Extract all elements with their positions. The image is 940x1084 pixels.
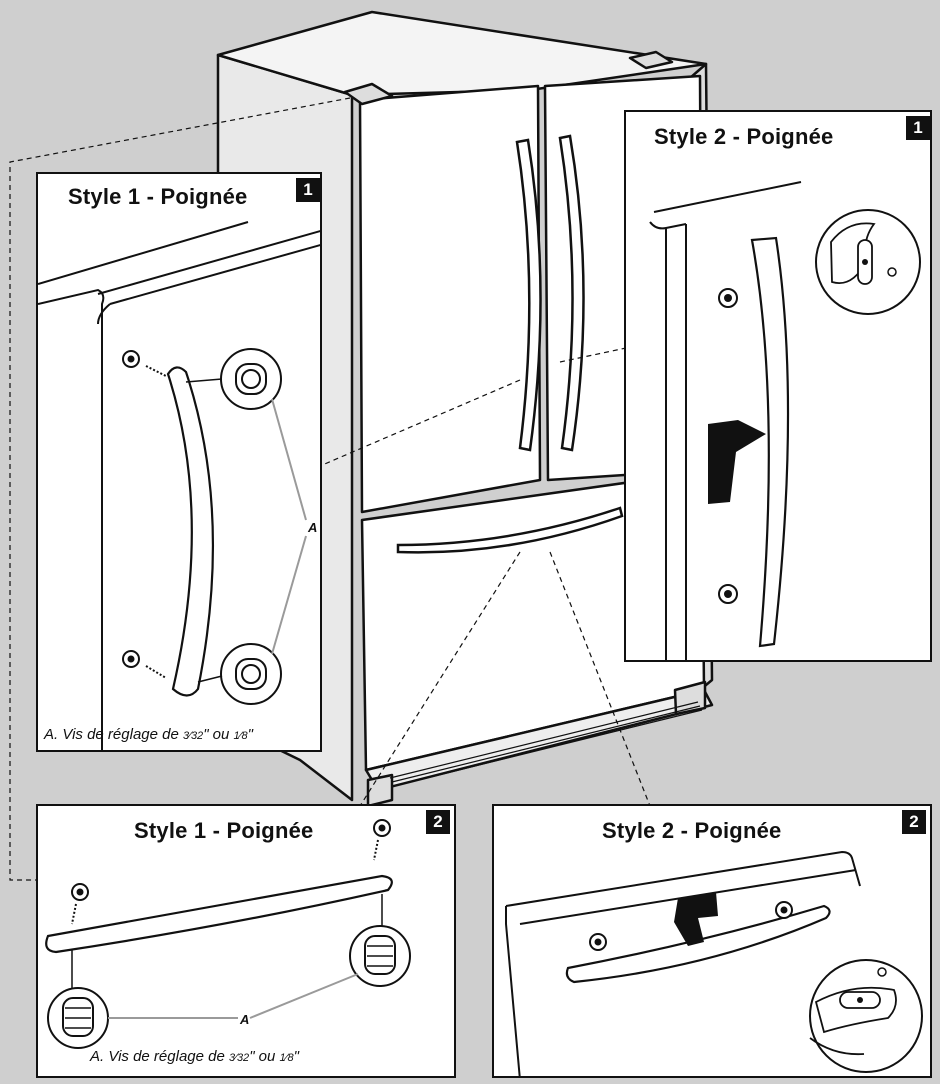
adjustment-screw-icon — [349, 925, 411, 987]
panel-title: Style 1 - Poignée — [134, 818, 314, 843]
panel-style2-step1: Style 2 - Poignée 1 — [624, 110, 932, 662]
panel-style1-step2: Style 1 - Poignée 2 A A. Vis de réglage … — [36, 804, 456, 1078]
door-handle-icon — [166, 366, 215, 697]
panel-style2-step1-illustration — [649, 181, 921, 660]
panel-style1-step2-illustration — [45, 819, 411, 1049]
step-number: 1 — [296, 178, 320, 202]
screw-icon — [775, 901, 793, 919]
panel-style1-step1: Style 1 - Poignée 1 A A. Vis de réglage … — [36, 172, 322, 752]
panel-style2-step2: Style 2 - Poignée 2 — [492, 804, 932, 1078]
panel-title: Style 2 - Poignée — [602, 818, 782, 843]
screw-icon — [589, 933, 607, 951]
screw-icon — [122, 650, 167, 679]
screw-icon — [718, 584, 738, 604]
step-number: 1 — [906, 116, 930, 140]
door-handle-icon — [515, 138, 542, 452]
panel-style2-step2-illustration — [505, 850, 923, 1076]
callout-label-a: A — [240, 1012, 250, 1027]
step-number: 2 — [902, 810, 926, 834]
adjustment-screw-icon — [47, 987, 109, 1049]
screw-icon — [373, 819, 391, 861]
screw-icon — [71, 883, 89, 925]
hand-icon — [809, 959, 923, 1073]
step-number: 2 — [426, 810, 450, 834]
figure-caption: A. Vis de réglage de 3⁄32" ou 1⁄8" — [44, 726, 253, 743]
callout-label-a: A — [308, 520, 318, 535]
panel-title: Style 1 - Poignée — [68, 184, 248, 209]
panel-title: Style 2 - Poignée — [654, 124, 834, 149]
screw-icon — [122, 350, 167, 377]
figure-caption: A. Vis de réglage de 3⁄32" ou 1⁄8" — [90, 1048, 299, 1065]
panel-style1-step1-illustration — [38, 221, 320, 750]
door-handle-icon — [750, 236, 790, 648]
door-handle-icon — [45, 874, 393, 954]
hand-icon — [815, 209, 921, 315]
screw-icon — [718, 288, 738, 308]
adjustment-screw-icon — [220, 643, 282, 705]
